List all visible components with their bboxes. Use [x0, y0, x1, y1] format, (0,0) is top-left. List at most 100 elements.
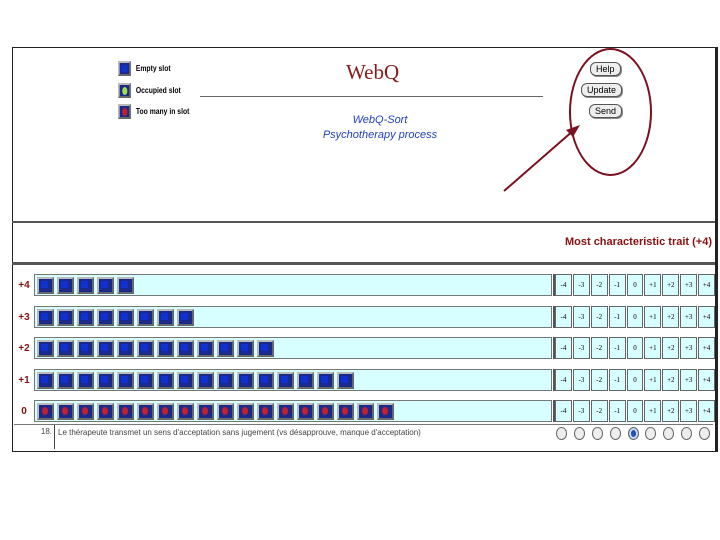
scale-cell[interactable]: +1 — [644, 400, 662, 422]
slot-icon[interactable] — [57, 308, 74, 326]
slot-icon[interactable] — [37, 339, 54, 357]
slot-icon[interactable] — [217, 371, 234, 389]
rating-radio[interactable] — [698, 427, 710, 440]
slot-icon[interactable] — [177, 339, 194, 357]
scale-cell[interactable]: 0 — [626, 369, 644, 391]
scale-cell[interactable]: +2 — [662, 274, 680, 296]
scale-cell[interactable]: -4 — [555, 274, 572, 296]
slot-icon[interactable] — [137, 402, 154, 420]
slot-icon[interactable] — [137, 371, 154, 389]
scale-cell[interactable]: +4 — [698, 369, 716, 391]
slot-icon[interactable] — [237, 402, 254, 420]
scale-cell[interactable]: +2 — [662, 306, 680, 328]
slot-icon[interactable] — [97, 339, 114, 357]
slot-icon[interactable] — [257, 402, 274, 420]
slot-icon[interactable] — [297, 371, 314, 389]
scale-cell[interactable]: +3 — [680, 274, 698, 296]
slot-icon[interactable] — [117, 402, 134, 420]
scale-cell[interactable]: +3 — [680, 337, 698, 359]
slot-icon[interactable] — [117, 339, 134, 357]
scale-cell[interactable]: +3 — [680, 306, 698, 328]
slot-icon[interactable] — [337, 371, 354, 389]
slot-icon[interactable] — [317, 402, 334, 420]
slot-icon[interactable] — [157, 371, 174, 389]
scale-cell[interactable]: -2 — [590, 337, 608, 359]
scale-cell[interactable]: +1 — [644, 369, 662, 391]
scale-cell[interactable]: -3 — [572, 369, 590, 391]
slot-icon[interactable] — [157, 339, 174, 357]
slot-icon[interactable] — [37, 371, 54, 389]
slot-icon[interactable] — [177, 402, 194, 420]
scale-cell[interactable]: -3 — [572, 274, 590, 296]
slot-icon[interactable] — [57, 402, 74, 420]
scale-cell[interactable]: -4 — [555, 369, 572, 391]
slot-icon[interactable] — [217, 402, 234, 420]
scale-cell[interactable]: +4 — [698, 274, 716, 296]
slot-icon[interactable] — [117, 308, 134, 326]
slot-icon[interactable] — [97, 308, 114, 326]
scale-cell[interactable]: -3 — [572, 400, 590, 422]
slot-icon[interactable] — [337, 402, 354, 420]
rating-radio[interactable] — [645, 427, 657, 440]
scale-cell[interactable]: -1 — [608, 337, 626, 359]
slot-icon[interactable] — [137, 339, 154, 357]
slot-icon[interactable] — [237, 371, 254, 389]
scale-cell[interactable]: -1 — [608, 306, 626, 328]
slot-icon[interactable] — [77, 371, 94, 389]
slot-icon[interactable] — [37, 402, 54, 420]
slot-icon[interactable] — [377, 402, 394, 420]
scale-cell[interactable]: -1 — [608, 274, 626, 296]
slot-icon[interactable] — [157, 308, 174, 326]
rating-radio[interactable] — [609, 427, 621, 440]
slot-icon[interactable] — [77, 339, 94, 357]
slot-icon[interactable] — [197, 339, 214, 357]
rating-radio[interactable] — [627, 427, 639, 440]
slot-icon[interactable] — [177, 308, 194, 326]
slot-icon[interactable] — [357, 402, 374, 420]
scale-cell[interactable]: -4 — [555, 306, 572, 328]
slot-icon[interactable] — [37, 308, 54, 326]
rating-radio[interactable] — [680, 427, 692, 440]
scale-cell[interactable]: -2 — [590, 274, 608, 296]
scale-cell[interactable]: -2 — [590, 369, 608, 391]
scale-cell[interactable]: +2 — [662, 400, 680, 422]
slot-icon[interactable] — [77, 402, 94, 420]
scale-cell[interactable]: +2 — [662, 369, 680, 391]
scale-cell[interactable]: 0 — [626, 274, 644, 296]
scale-cell[interactable]: +1 — [644, 274, 662, 296]
scale-cell[interactable]: -4 — [555, 400, 572, 422]
slot-icon[interactable] — [137, 308, 154, 326]
scale-cell[interactable]: 0 — [626, 337, 644, 359]
rating-radio[interactable] — [556, 427, 568, 440]
scale-cell[interactable]: 0 — [626, 306, 644, 328]
scale-cell[interactable]: -1 — [608, 369, 626, 391]
slot-icon[interactable] — [117, 371, 134, 389]
slot-icon[interactable] — [97, 276, 114, 294]
scale-cell[interactable]: +1 — [644, 337, 662, 359]
slot-icon[interactable] — [57, 371, 74, 389]
scale-cell[interactable]: -1 — [608, 400, 626, 422]
scale-cell[interactable]: +4 — [698, 306, 716, 328]
slot-icon[interactable] — [277, 402, 294, 420]
slot-icon[interactable] — [97, 402, 114, 420]
slot-icon[interactable] — [317, 371, 334, 389]
rating-radio[interactable] — [663, 427, 675, 440]
scale-cell[interactable]: -2 — [590, 400, 608, 422]
slot-icon[interactable] — [57, 276, 74, 294]
scale-cell[interactable]: -3 — [572, 337, 590, 359]
slot-icon[interactable] — [217, 339, 234, 357]
slot-icon[interactable] — [197, 371, 214, 389]
scale-cell[interactable]: +4 — [698, 400, 716, 422]
scale-cell[interactable]: +1 — [644, 306, 662, 328]
slot-icon[interactable] — [57, 339, 74, 357]
slot-icon[interactable] — [257, 371, 274, 389]
slot-icon[interactable] — [197, 402, 214, 420]
slot-icon[interactable] — [97, 371, 114, 389]
slot-icon[interactable] — [37, 276, 54, 294]
slot-icon[interactable] — [117, 276, 134, 294]
rating-radio[interactable] — [591, 427, 603, 440]
scale-cell[interactable]: +3 — [680, 400, 698, 422]
scale-cell[interactable]: -3 — [572, 306, 590, 328]
scale-cell[interactable]: +4 — [698, 337, 716, 359]
slot-icon[interactable] — [77, 276, 94, 294]
